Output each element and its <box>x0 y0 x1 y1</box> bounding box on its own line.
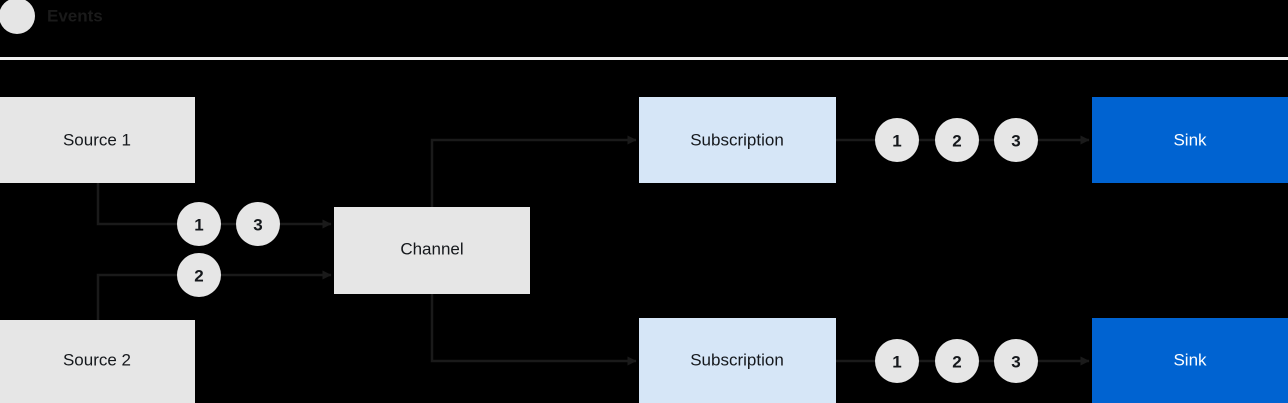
header-divider <box>0 57 1288 60</box>
node-source-2[interactable]: Source 2 <box>0 320 195 403</box>
event-badge-circle <box>875 118 919 162</box>
event-badge-circle <box>935 118 979 162</box>
event-badge-label: 1 <box>892 132 901 151</box>
event-badge: 3 <box>994 118 1038 162</box>
event-badge-circle <box>994 339 1038 383</box>
event-badge-label: 2 <box>952 353 961 372</box>
node-sink-top-box[interactable] <box>1092 97 1288 183</box>
connector-channel-to-subscription-top <box>430 135 637 207</box>
event-badge-label: 3 <box>1011 132 1020 151</box>
node-subscription-bottom[interactable]: Subscription <box>639 318 836 403</box>
event-badge-label: 1 <box>194 216 203 235</box>
event-badge: 1 <box>875 339 919 383</box>
event-badge: 2 <box>935 339 979 383</box>
legend-label: Events <box>47 6 103 25</box>
node-sink-top-label: Sink <box>1173 130 1207 149</box>
node-source-1-box[interactable] <box>0 97 195 183</box>
event-badge-circle <box>177 202 221 246</box>
event-circle-icon <box>0 0 35 34</box>
node-channel-label: Channel <box>400 239 463 258</box>
node-sink-top[interactable]: Sink <box>1092 97 1288 183</box>
event-badge-circle <box>994 118 1038 162</box>
event-badge-label: 2 <box>194 267 203 286</box>
connector-source2-to-channel <box>96 270 332 320</box>
event-badge-circle <box>875 339 919 383</box>
event-badge: 3 <box>236 202 280 246</box>
connector-channel-to-subscription-bottom <box>430 294 637 366</box>
event-badge: 2 <box>935 118 979 162</box>
event-badge: 2 <box>177 253 221 297</box>
event-badge-circle <box>935 339 979 383</box>
event-badge: 3 <box>994 339 1038 383</box>
connectors <box>96 135 1090 366</box>
node-source-1[interactable]: Source 1 <box>0 97 195 183</box>
event-badge-circle <box>177 253 221 297</box>
event-badge: 1 <box>177 202 221 246</box>
node-sink-bottom-box[interactable] <box>1092 318 1288 403</box>
node-subscription-bottom-label: Subscription <box>690 350 784 369</box>
event-badge-label: 2 <box>952 132 961 151</box>
node-subscription-top[interactable]: Subscription <box>639 97 836 183</box>
node-source-2-label: Source 2 <box>63 350 131 369</box>
node-subscription-top-box[interactable] <box>639 97 836 183</box>
node-sink-bottom[interactable]: Sink <box>1092 318 1288 403</box>
node-subscription-bottom-box[interactable] <box>639 318 836 403</box>
event-badge-circle <box>236 202 280 246</box>
event-badge-label: 3 <box>1011 353 1020 372</box>
node-channel[interactable]: Channel <box>334 207 530 294</box>
node-subscription-top-label: Subscription <box>690 130 784 149</box>
event-badge: 1 <box>875 118 919 162</box>
node-source-2-box[interactable] <box>0 320 195 403</box>
event-badge-label: 3 <box>253 216 262 235</box>
node-channel-box[interactable] <box>334 207 530 294</box>
event-badge-label: 1 <box>892 353 901 372</box>
node-sink-bottom-label: Sink <box>1173 350 1207 369</box>
legend: Events <box>0 0 103 34</box>
node-source-1-label: Source 1 <box>63 130 131 149</box>
